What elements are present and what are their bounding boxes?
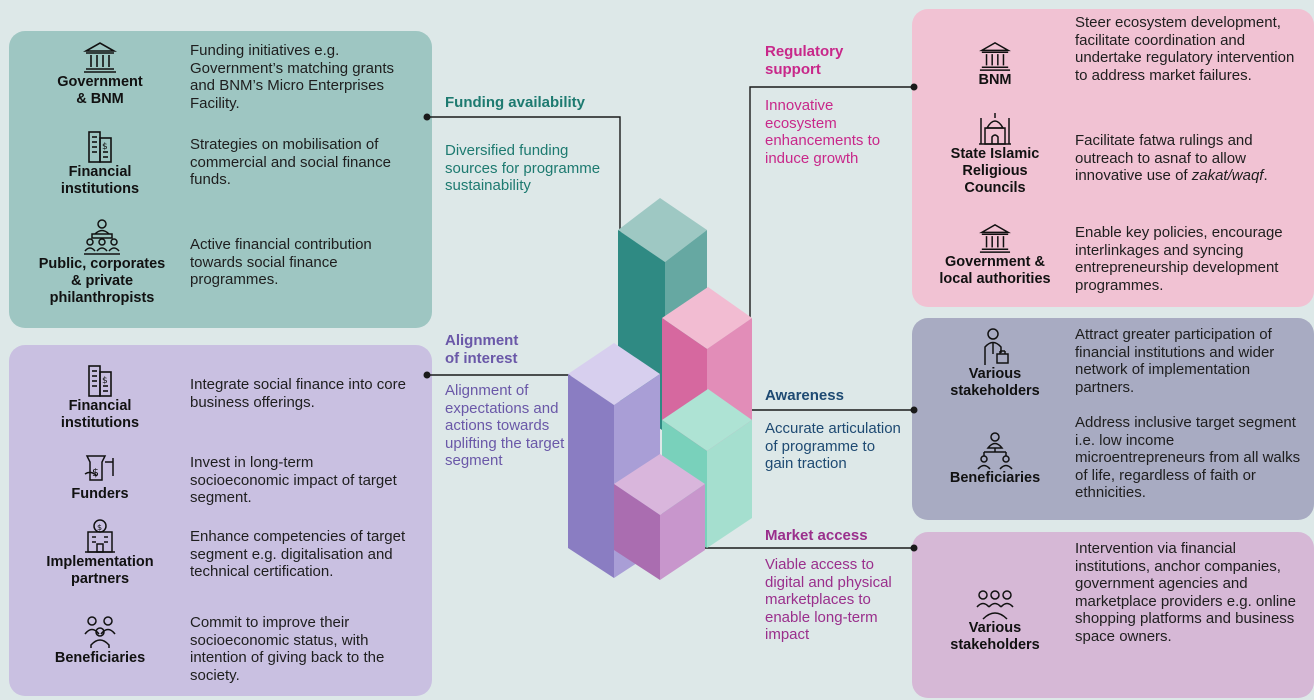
svg-text:$: $ — [97, 523, 102, 532]
entity-name: Public, corporates — [38, 256, 166, 272]
entity-name: Councils — [964, 180, 1026, 196]
entity-name: & private — [70, 273, 134, 289]
regulatory-subtext: Innovative ecosystem enhancements to ind… — [765, 97, 881, 167]
svg-text:$: $ — [102, 376, 108, 386]
regulatory-dot — [910, 83, 918, 91]
alignment-heading: Alignment of interest — [445, 332, 518, 368]
market-panel — [912, 532, 1314, 698]
entity-name: stakeholders — [950, 637, 1040, 653]
entity-name: stakeholders — [950, 383, 1040, 399]
mosque-icon — [979, 113, 1011, 145]
entity-name: BNM — [978, 72, 1012, 88]
entity-implementation-partners: $ Implementation partners — [24, 518, 176, 588]
entity-government-local-authorities: Government & local authorities — [922, 222, 1068, 288]
heading-line: of interest — [445, 350, 518, 367]
regulatory-connector — [749, 86, 914, 318]
office-building-icon: $ — [88, 131, 112, 163]
entity-name: Beneficiaries — [54, 650, 146, 666]
entity-description: Strategies on mobilisation of commercial… — [190, 136, 391, 188]
entity-various-stakeholders-2: Various stakeholders — [930, 590, 1060, 654]
awareness-subtext: Accurate articulation of programme to ga… — [765, 420, 901, 472]
bank-icon — [979, 223, 1011, 253]
people-group-icon — [84, 616, 116, 648]
entity-name: Financial — [68, 164, 132, 180]
entity-name: institutions — [60, 415, 140, 431]
entity-name: State Islamic — [950, 146, 1040, 162]
bank-icon — [83, 42, 117, 73]
entity-description: Integrate social finance into core busin… — [190, 376, 406, 411]
alignment-panel — [9, 345, 432, 696]
businessperson-icon — [984, 328, 1009, 365]
entity-name: Funders — [71, 486, 129, 502]
entity-name: Government & — [945, 254, 1045, 270]
heading-line: Alignment — [445, 332, 519, 349]
entity-bnm: BNM — [930, 40, 1060, 89]
office-building-icon: $ — [88, 365, 112, 397]
svg-text:$: $ — [102, 142, 108, 152]
entity-name: Implementation — [46, 554, 154, 570]
people-group-icon — [976, 590, 1014, 620]
entity-description: Facilitate fatwa rulings and outreach to… — [1075, 132, 1307, 185]
heading-line: support — [765, 61, 821, 78]
alignment-dot — [423, 371, 431, 379]
entity-description: Enable key policies, encourage interlink… — [1075, 224, 1283, 294]
entity-name: partners — [70, 571, 130, 587]
entity-government-bnm: Government & BNM — [30, 40, 170, 108]
entity-name: Religious — [962, 163, 1028, 179]
bank-icon — [979, 41, 1011, 71]
entity-name: Beneficiaries — [949, 470, 1041, 486]
entity-name: Financial — [68, 398, 132, 414]
entity-description: Address inclusive target segment i.e. lo… — [1075, 414, 1301, 501]
heading-line: Regulatory — [765, 43, 844, 60]
awareness-heading: Awareness — [765, 387, 844, 404]
partner-building-icon: $ — [85, 519, 115, 553]
entity-various-stakeholders: Various stakeholders — [930, 328, 1060, 400]
entity-name: & BNM — [76, 91, 124, 107]
entity-description: Intervention via financial institutions,… — [1075, 540, 1296, 645]
funding-panel — [9, 31, 432, 328]
entity-description: Enhance competencies of target segment e… — [190, 528, 406, 580]
funding-heading: Funding availability — [445, 94, 586, 111]
entity-name: local authorities — [939, 271, 1051, 287]
funding-subtext: Diversified funding sources for programm… — [445, 142, 601, 194]
entity-name: Various — [968, 620, 1022, 636]
entity-description: Attract greater participation of financi… — [1075, 326, 1275, 396]
entity-public-philanthropists: Public, corporates & private philanthrop… — [22, 218, 182, 307]
entity-financial-institutions: $ Financial institutions — [30, 130, 170, 198]
svg-text:$: $ — [92, 466, 99, 479]
entity-name: philanthropists — [49, 290, 155, 306]
entity-financial-institutions-2: $ Financial institutions — [30, 364, 170, 432]
alignment-subtext: Alignment of expectations and actions to… — [445, 382, 565, 469]
desc-emphasis: zakat/waqf — [1191, 167, 1264, 184]
entity-state-islamic-councils: State Islamic Religious Councils — [930, 112, 1060, 197]
entity-name: institutions — [60, 181, 140, 197]
entity-funders: $ Funders — [30, 450, 170, 503]
audience-icon — [84, 219, 120, 255]
funding-dot — [423, 113, 431, 121]
entity-description: Steer ecosystem development, facilitate … — [1075, 14, 1295, 84]
entity-name: Government — [57, 74, 143, 90]
money-jar-icon: $ — [84, 455, 114, 481]
entity-beneficiaries-2: Beneficiaries — [930, 432, 1060, 487]
magenta-block — [614, 454, 705, 580]
market-heading: Market access — [765, 527, 868, 544]
hierarchy-people-icon — [977, 432, 1013, 470]
market-subtext: Viable access to digital and physical ma… — [765, 556, 892, 643]
regulatory-heading: Regulatory support — [765, 43, 843, 79]
entity-name: Various — [968, 366, 1022, 382]
market-dot — [910, 544, 918, 552]
desc-text: . — [1263, 167, 1268, 184]
desc-text: Facilitate fatwa rulings and outreach to… — [1075, 132, 1253, 184]
entity-description: Commit to improve their socioeconomic st… — [190, 614, 385, 684]
regulatory-panel — [912, 9, 1314, 307]
entity-description: Funding initiatives e.g. Government’s ma… — [190, 42, 394, 112]
entity-description: Active financial contribution towards so… — [190, 236, 372, 288]
awareness-panel — [912, 318, 1314, 520]
entity-beneficiaries: Beneficiaries — [30, 616, 170, 667]
awareness-dot — [910, 406, 918, 414]
entity-description: Invest in long-term socioeconomic impact… — [190, 454, 397, 506]
